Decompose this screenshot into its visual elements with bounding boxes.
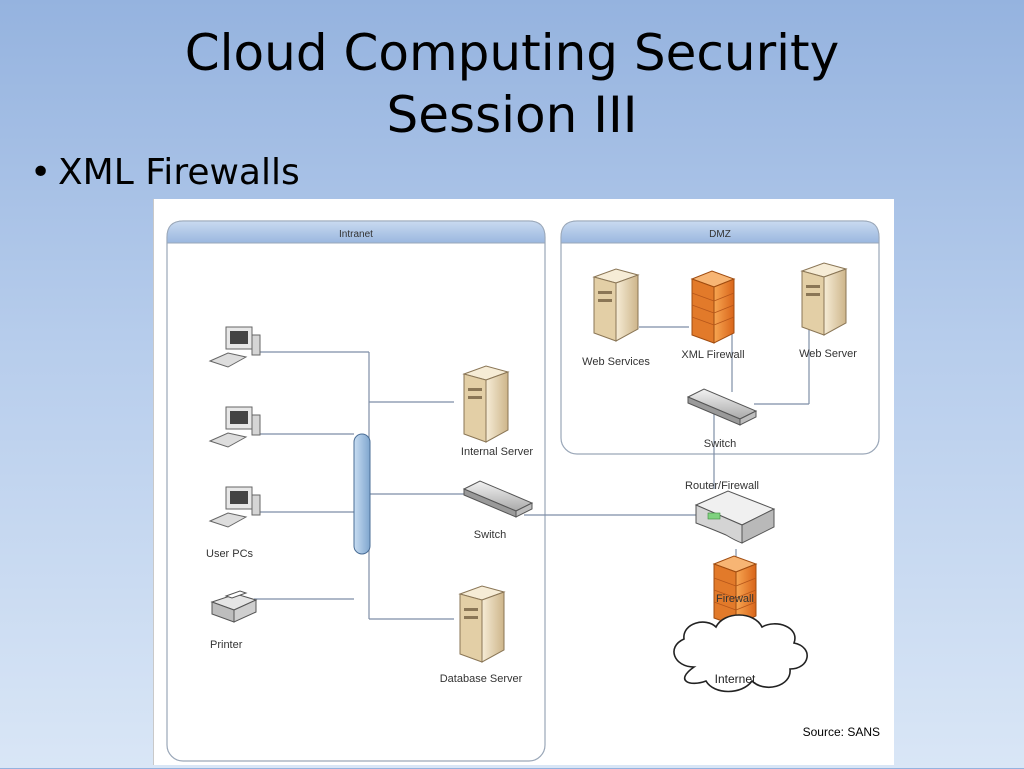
internet-cloud-icon xyxy=(673,614,808,693)
switch-dmz-label: Switch xyxy=(704,438,736,450)
database-server-icon xyxy=(458,585,506,663)
dmz-label: DMZ xyxy=(709,229,731,240)
title-line-1: Cloud Computing Security xyxy=(184,24,840,82)
source-caption: Source: SANS xyxy=(802,725,880,739)
router-firewall-label: Router/Firewall xyxy=(685,480,759,492)
hub-backbone xyxy=(353,433,371,555)
pc-icon xyxy=(208,486,261,528)
intranet-label: Intranet xyxy=(339,229,373,240)
switch-icon xyxy=(462,480,534,518)
server-icon xyxy=(462,365,510,443)
diagram-svg: Intranet DMZ xyxy=(166,220,880,762)
router-firewall-icon xyxy=(694,490,776,544)
database-server-label: Database Server xyxy=(440,673,523,685)
slide-title: Cloud Computing Security Session III xyxy=(0,22,1024,146)
xml-firewall-label: XML Firewall xyxy=(681,349,744,361)
bullet-item: •XML Firewalls xyxy=(30,152,300,193)
title-line-2: Session III xyxy=(386,86,638,144)
network-diagram: Intranet DMZ xyxy=(153,199,894,765)
web-server-icon xyxy=(800,262,848,336)
pc-icon xyxy=(208,326,261,368)
bullet-dot: • xyxy=(30,152,52,193)
pc-icon xyxy=(208,406,261,448)
user-pcs-label: User PCs xyxy=(206,548,254,560)
printer-icon xyxy=(210,590,258,623)
dmz-switch-icon xyxy=(686,388,758,426)
web-server-label: Web Server xyxy=(799,348,857,360)
printer-label: Printer xyxy=(210,639,243,651)
firewall-icon xyxy=(712,555,758,627)
firewall-label: Firewall xyxy=(716,593,754,605)
internet-label: Internet xyxy=(715,672,756,686)
web-services-server-icon xyxy=(592,268,640,342)
xml-firewall-icon xyxy=(690,270,736,344)
switch-intranet-label: Switch xyxy=(474,529,506,541)
web-services-label: Web Services xyxy=(582,356,650,368)
internal-server-label: Internal Server xyxy=(461,446,533,458)
bullet-text: XML Firewalls xyxy=(58,152,300,193)
